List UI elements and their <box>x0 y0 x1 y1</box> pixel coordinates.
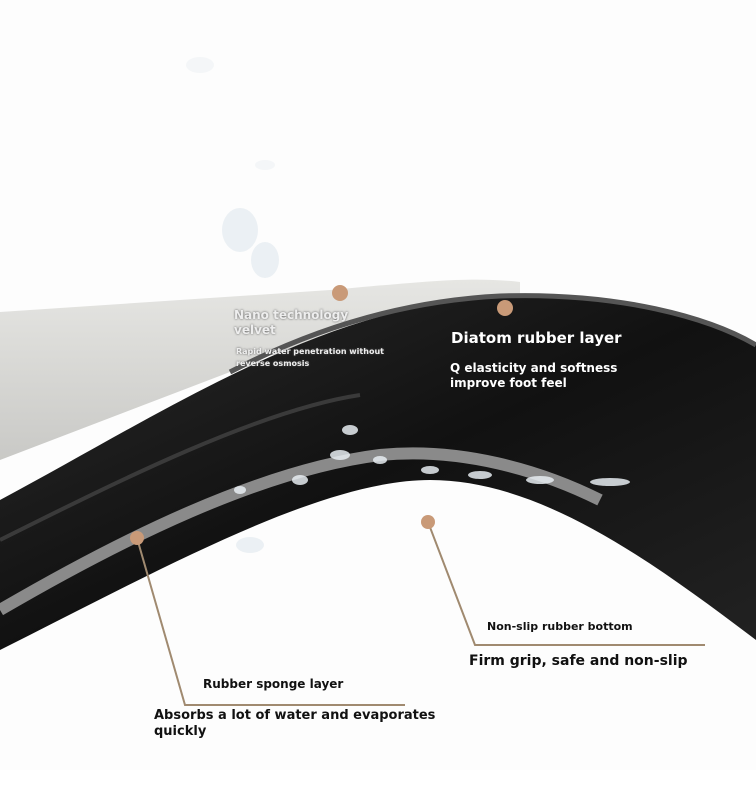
sponge-desc: Absorbs a lot of water and evaporates qu… <box>154 708 435 740</box>
diatom-desc: Q elasticity and softness improve foot f… <box>450 361 617 391</box>
marker-dots <box>130 285 513 545</box>
nano-title-line2: velvet <box>234 323 276 337</box>
sponge-desc-line1: Absorbs a lot of water and evaporates <box>154 708 436 723</box>
diatom-desc-line1: Q elasticity and softness <box>450 361 618 375</box>
diatom-title: Diatom rubber layer <box>451 329 622 347</box>
sponge-desc-line2: quickly <box>154 724 207 739</box>
nano-title-line1: Nano technology <box>234 308 349 322</box>
water-droplets <box>186 57 630 553</box>
nano-desc-line1: Rapid water penetration without <box>236 347 384 356</box>
nano-velvet-desc: Rapid water penetration without reverse … <box>236 346 384 370</box>
diatom-layer-top <box>228 293 756 375</box>
gray-edge-stripe <box>0 447 603 616</box>
mat-black-body <box>0 296 756 650</box>
nano-velvet-title: Nano technology velvet <box>234 308 348 338</box>
nonslip-title: Non-slip rubber bottom <box>487 620 633 633</box>
nonslip-desc: Firm grip, safe and non-slip <box>469 653 688 669</box>
diatom-desc-line2: improve foot feel <box>450 376 567 390</box>
leader-lines <box>136 521 705 706</box>
nano-desc-line2: reverse osmosis <box>236 359 310 368</box>
lower-black-edge <box>0 393 361 542</box>
top-sheet-layer <box>0 279 520 460</box>
sponge-title: Rubber sponge layer <box>203 677 344 691</box>
bottom-border <box>0 770 756 789</box>
